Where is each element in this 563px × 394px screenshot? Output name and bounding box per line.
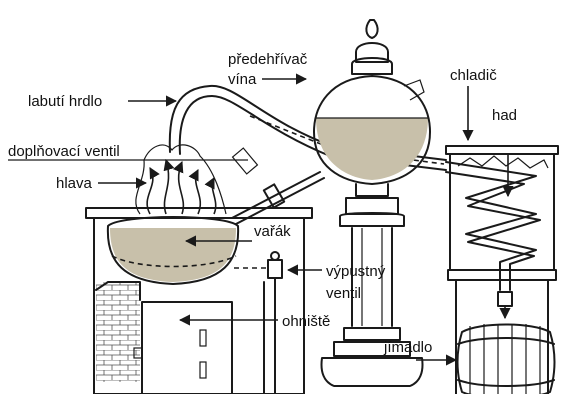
svg-text:předehřívač: předehřívač: [228, 51, 308, 68]
svg-text:vína: vína: [228, 71, 257, 88]
cooler: [446, 146, 558, 394]
svg-text:hlava: hlava: [56, 175, 93, 192]
svg-text:chladič: chladič: [450, 67, 497, 84]
svg-text:had: had: [492, 107, 517, 124]
svg-text:ohniště: ohniště: [282, 313, 330, 330]
svg-text:vařák: vařák: [254, 223, 291, 240]
receiver-barrel: [458, 324, 555, 394]
svg-text:labutí hrdlo: labutí hrdlo: [28, 93, 102, 110]
label-wine-preheater: předehřívač vína: [228, 51, 308, 88]
label-coil: had: [492, 107, 517, 124]
svg-text:ventil: ventil: [326, 285, 361, 302]
label-swan-neck: labutí hrdlo: [28, 93, 176, 110]
label-head: hlava: [56, 175, 146, 192]
vapour-arrows: [136, 145, 226, 214]
drain-valve: [234, 252, 282, 394]
wine-preheater: [314, 20, 430, 386]
svg-text:doplňovací ventil: doplňovací ventil: [8, 143, 120, 160]
label-firebox: ohniště: [180, 313, 330, 330]
firebox-door: [134, 302, 232, 394]
svg-text:výpustný: výpustný: [326, 263, 386, 280]
label-drain-valve: výpustný ventil: [288, 263, 386, 302]
label-refill-valve: doplňovací ventil: [8, 143, 248, 160]
boiler-vessel: [108, 217, 238, 284]
label-cooler: chladič: [450, 67, 497, 140]
svg-text:jímadlo: jímadlo: [383, 339, 432, 356]
